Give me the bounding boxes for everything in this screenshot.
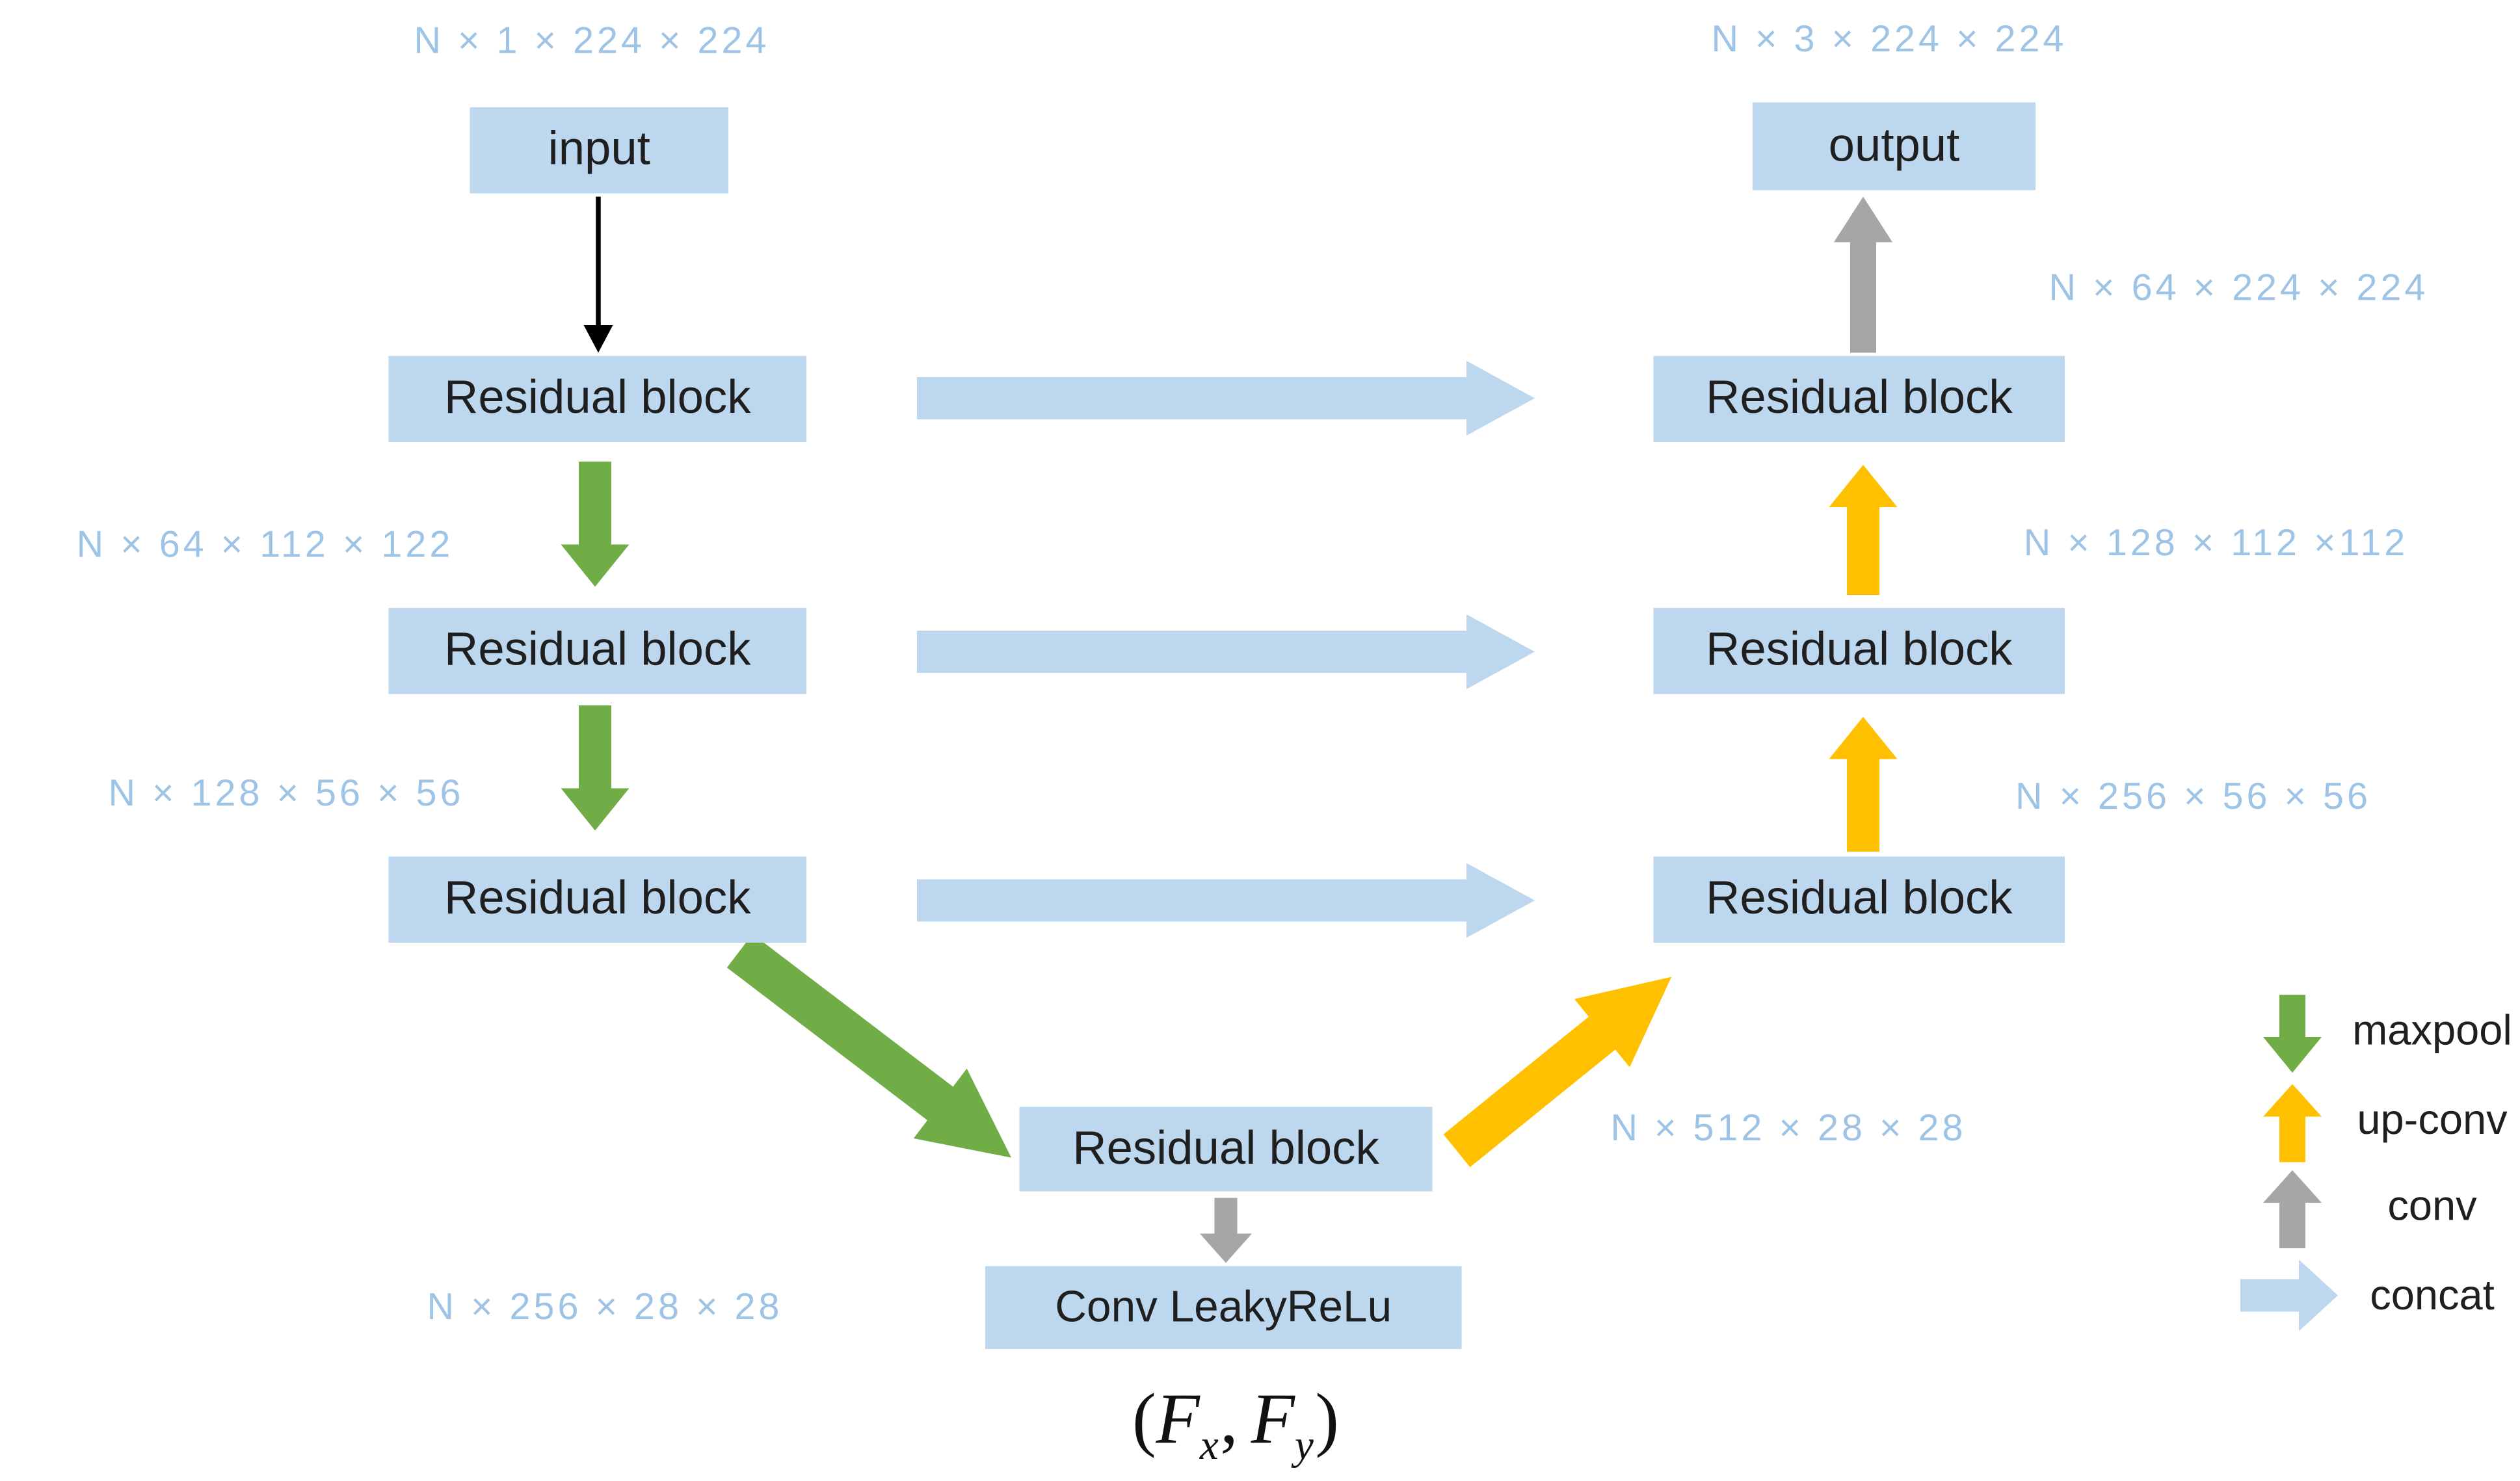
concat-arrow-2 [917, 614, 1535, 689]
encoder-residual-block-1: Residual block [388, 356, 806, 442]
legend-label-upconv: up-conv [2357, 1094, 2508, 1144]
conv-arrow-up-icon [2263, 1170, 2322, 1248]
decoder-residual-block-2: Residual block [1653, 608, 2065, 694]
dim-label-input: N × 1 × 224 × 224 [414, 18, 770, 61]
upconv-arrow-2 [1829, 716, 1898, 852]
upconv-arrow-1 [1443, 976, 1672, 1168]
concat-arrow-3 [917, 863, 1535, 938]
maxpool-arrow-1 [561, 462, 630, 587]
maxpool-arrow-3 [726, 934, 1012, 1158]
legend-label-concat: concat [2370, 1270, 2495, 1319]
dim-label-dec-64: N × 64 × 224 × 224 [2049, 265, 2429, 308]
encoder-residual-block-2: Residual block [388, 608, 806, 694]
legend-label-conv: conv [2387, 1181, 2477, 1230]
encoder-residual-block-3: Residual block [388, 856, 806, 943]
dim-label-dec-256: N × 256 × 56 × 56 [2015, 774, 2371, 817]
upconv-arrow-3 [1829, 465, 1898, 595]
legend-label-maxpool: maxpool [2352, 1005, 2512, 1055]
output-node: output [1753, 102, 2036, 190]
maxpool-arrow-down-icon [2263, 995, 2322, 1073]
dim-label-dec-128: N × 128 × 112 ×112 [2023, 521, 2409, 564]
input-arrowhead-icon [583, 325, 613, 353]
input-node: input [470, 107, 728, 194]
concat-arrow-right-icon [2240, 1259, 2338, 1331]
upconv-arrow-up-icon [2263, 1084, 2322, 1162]
dim-label-enc-64: N × 64 × 112 × 122 [76, 522, 454, 565]
decoder-residual-block-1: Residual block [1653, 356, 2065, 442]
dim-label-enc-256: N × 256 × 28 × 28 [427, 1285, 783, 1328]
decoder-residual-block-3: Residual block [1653, 856, 2065, 943]
concat-arrow-1 [917, 361, 1535, 436]
conv-arrow-output [1834, 196, 1892, 353]
maxpool-arrow-2 [561, 705, 630, 831]
bottleneck-residual-block: Residual block [1019, 1107, 1433, 1192]
dim-label-output: N × 3 × 224 × 224 [1711, 17, 2067, 60]
dim-label-dec-512: N × 512 × 28 × 28 [1610, 1106, 1967, 1149]
flow-field-label: (Fx,Fy) [1132, 1379, 1339, 1469]
conv-arrow-bottleneck [1200, 1198, 1252, 1263]
dim-label-enc-128: N × 128 × 56 × 56 [108, 771, 464, 814]
conv-leakyrelu-block: Conv LeakyReLu [985, 1266, 1462, 1349]
